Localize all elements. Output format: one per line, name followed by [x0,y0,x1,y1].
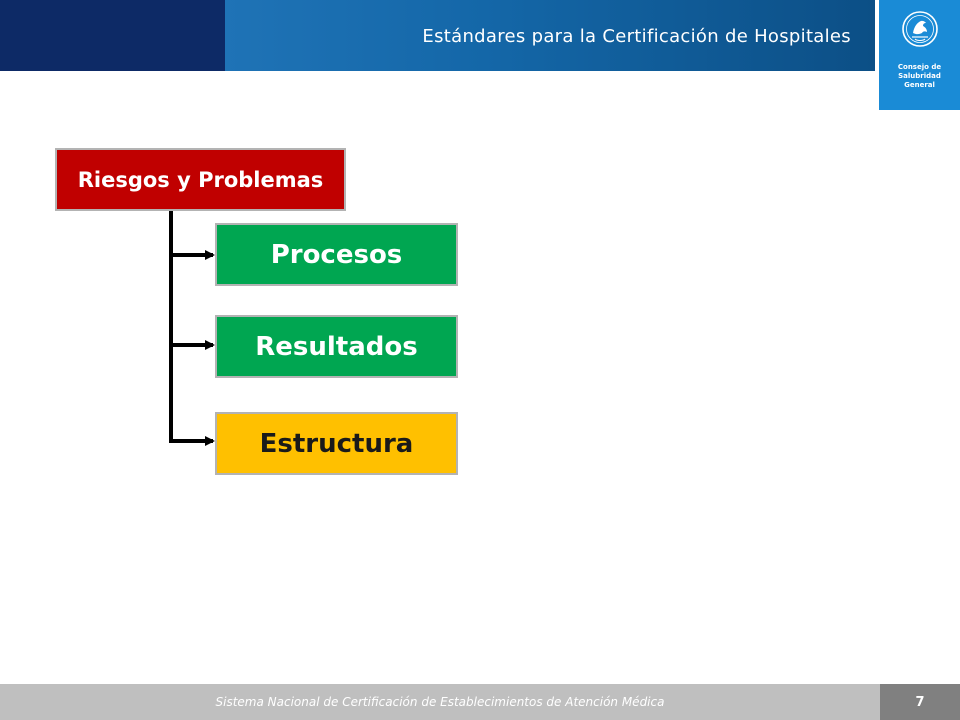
logo-text-line: Consejo de [897,63,942,71]
header-title: Estándares para la Certificación de Hosp… [422,26,851,47]
logo: Consejo de Salubridad General [879,0,960,110]
footer-text: Sistema Nacional de Certificación de Est… [215,695,665,709]
node-label: Estructura [259,428,414,459]
node-label: Riesgos y Problemas [77,167,324,192]
header-accent-block [0,0,225,71]
node-label: Resultados [255,331,418,362]
node-procesos: Procesos [215,223,458,286]
page-number: 7 [915,694,925,710]
footer-bar: Sistema Nacional de Certificación de Est… [0,684,880,720]
mexican-seal-icon [902,11,938,47]
logo-text-line: General [904,81,935,89]
node-label: Procesos [270,239,403,270]
node-resultados: Resultados [215,315,458,378]
page-number-box: 7 [880,684,960,720]
logo-text: Consejo de Salubridad General [879,63,960,90]
node-riesgos-y-problemas: Riesgos y Problemas [55,148,346,211]
header-bar: Estándares para la Certificación de Hosp… [225,0,875,71]
logo-text-line: Salubridad [898,72,941,80]
node-estructura: Estructura [215,412,458,475]
